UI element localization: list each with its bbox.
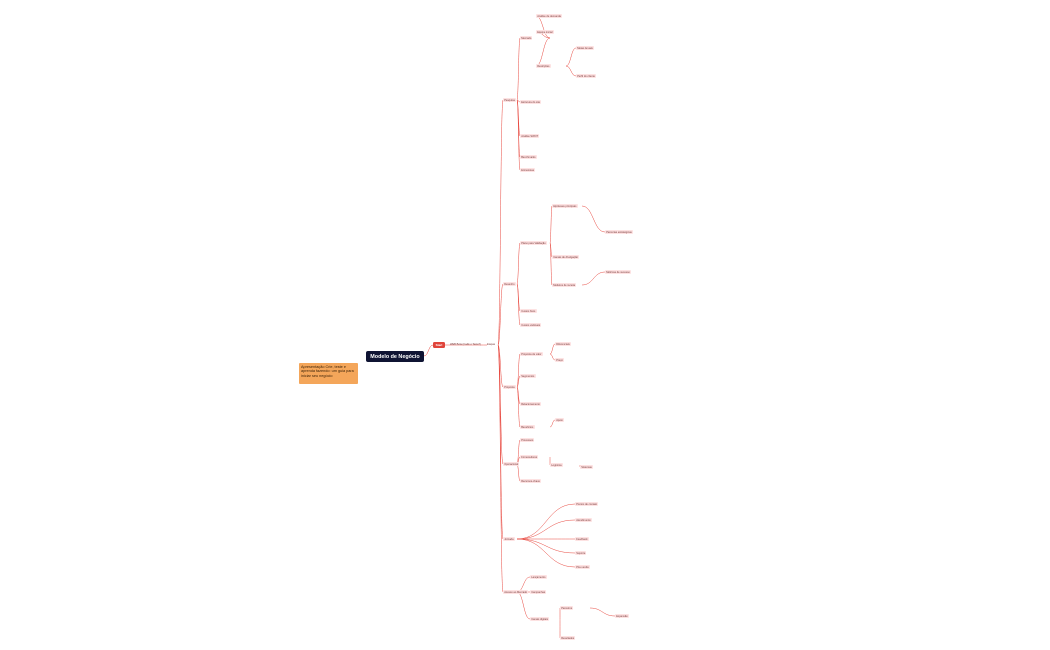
topic-c7[interactable]: Apoio — [555, 418, 565, 423]
topic-f2[interactable]: Campanhas — [530, 590, 547, 595]
connector — [497, 344, 504, 540]
topic-e4[interactable]: Suporte — [575, 551, 587, 556]
connector — [581, 205, 606, 233]
connector — [516, 375, 521, 388]
topic-c5[interactable]: Diferenciais — [555, 342, 571, 347]
connector — [516, 591, 531, 620]
connector — [516, 519, 576, 540]
topic-d3[interactable]: Recursos-chave — [520, 479, 542, 484]
connector — [549, 242, 553, 286]
topic-f1[interactable]: Lançamento — [530, 575, 547, 580]
connector — [549, 205, 553, 244]
connector — [535, 37, 551, 67]
section-jornada[interactable]: Jornada — [503, 537, 515, 542]
connector — [516, 538, 576, 554]
connector — [549, 343, 556, 355]
topic-b2[interactable]: Hipóteses principais — [552, 204, 578, 209]
connector — [516, 37, 521, 101]
connector — [497, 344, 504, 465]
topic-d1[interactable]: Processos — [520, 438, 535, 443]
connector — [497, 344, 504, 593]
topic-b6[interactable]: Custos variáveis — [520, 323, 542, 328]
connector — [516, 386, 521, 428]
connector — [497, 283, 504, 346]
connector — [516, 503, 576, 540]
central-topic[interactable]: Modelo de Negócio — [366, 351, 424, 362]
topic-d5[interactable]: Sistemas — [580, 465, 594, 470]
connector — [516, 538, 576, 568]
connector — [497, 99, 504, 346]
connector — [516, 242, 521, 285]
topic-a1[interactable]: Mercado — [520, 36, 533, 41]
topic-a8[interactable]: Restrições — [536, 64, 551, 69]
topic-b8[interactable]: Métricas de sucesso — [605, 270, 632, 275]
topic-c3[interactable]: Relacionamento — [520, 402, 542, 407]
topic-a10[interactable]: Perfil do cliente — [576, 74, 597, 79]
connector — [516, 283, 521, 326]
connector — [423, 344, 434, 357]
topic-c2[interactable]: Segmentos — [520, 374, 536, 379]
connector — [516, 99, 521, 171]
section-proposta[interactable]: Proposta — [503, 385, 516, 390]
topic-b5[interactable]: Custos fixos — [520, 309, 537, 314]
topic-c1[interactable]: Proposta de valor — [520, 352, 543, 357]
connector — [516, 99, 521, 103]
connector — [589, 607, 616, 617]
connector — [581, 271, 606, 286]
section-pesquisa[interactable]: Pesquisa — [503, 98, 517, 103]
connector — [516, 353, 521, 388]
connector — [565, 65, 577, 77]
start-tag-label: WEB Bola (Cadê o Teste?) — [450, 343, 481, 346]
section-desenho[interactable]: Desenho — [503, 282, 516, 287]
topic-e2[interactable]: Atendimento — [575, 518, 592, 523]
topic-a7[interactable]: Equipe inicial — [536, 30, 554, 35]
hub-label: Etapas — [487, 343, 496, 346]
topic-f3[interactable]: Canais digitais — [530, 617, 550, 622]
topic-d4[interactable]: Logística — [550, 463, 563, 468]
connector — [549, 419, 556, 428]
topic-a9[interactable]: Metas Anuais — [576, 46, 594, 51]
topic-e3[interactable]: Feedback — [575, 537, 589, 542]
section-operacional[interactable]: Operacional — [503, 462, 520, 467]
topic-b3[interactable]: Canais de divulgação — [552, 255, 580, 260]
topic-a6[interactable]: Análise de demanda — [536, 14, 563, 19]
connector — [497, 344, 504, 388]
topic-a4[interactable]: Benchmarks — [520, 155, 537, 160]
topic-b7[interactable]: Parcerias estratégicas — [605, 230, 634, 235]
topic-d2[interactable]: Fornecedores — [520, 455, 539, 460]
topic-c4[interactable]: Benefícios — [520, 425, 535, 430]
topic-b1[interactable]: Plano para Validação — [520, 241, 547, 246]
section-acesso[interactable]: Acesso ao Mercado — [503, 590, 529, 595]
connector — [549, 353, 556, 361]
topic-e1[interactable]: Pontos de contato — [575, 502, 599, 507]
topic-c6[interactable]: Preço — [555, 358, 565, 363]
start-tag[interactable]: Start — [433, 342, 445, 348]
topic-f6[interactable]: Expansão — [615, 614, 629, 619]
connector — [565, 47, 577, 67]
topic-e5[interactable]: Pós-venda — [575, 565, 590, 570]
topic-f5[interactable]: Resultados — [560, 636, 576, 641]
topic-f4[interactable]: Parceiros — [560, 606, 574, 611]
topic-a3[interactable]: Análise SWOT — [520, 134, 540, 139]
topic-b4[interactable]: Modelos de receita — [552, 283, 577, 288]
presentation-note[interactable]: Apresentação Crie, teste e aprenda fazen… — [299, 363, 358, 384]
topic-a2[interactable]: Estrutura do site — [520, 100, 542, 105]
topic-a5[interactable]: Entrevistas — [520, 168, 536, 173]
